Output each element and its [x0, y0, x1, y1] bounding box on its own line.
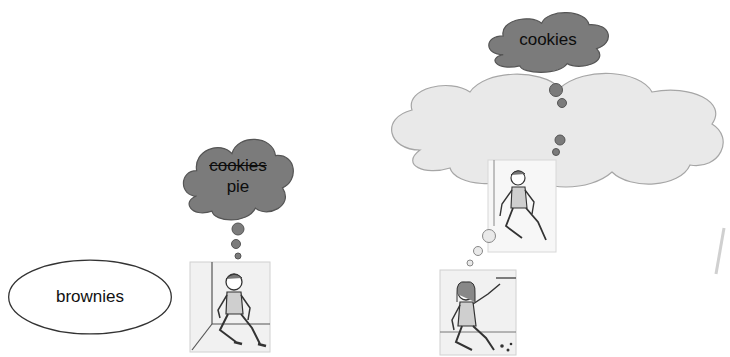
- node-text: pie: [227, 176, 250, 197]
- thought-bubble: [483, 230, 496, 243]
- thought-bubble: [232, 223, 244, 235]
- thought-bubble: [467, 260, 473, 266]
- thought-cloud: cookiespie: [179, 129, 297, 224]
- thought-bubble: [553, 149, 560, 156]
- thought-bubble: [555, 135, 565, 145]
- node-text: brownies: [56, 286, 124, 307]
- node-text: cookies: [519, 29, 577, 50]
- boy-sitting-picture: [190, 262, 270, 352]
- scan-mark: [716, 228, 724, 274]
- thought-bubble: [558, 99, 567, 108]
- thought-cloud-large: [392, 73, 724, 187]
- thought-bubble: [550, 84, 563, 97]
- thought-cloud: cookies: [484, 5, 612, 75]
- answer-ellipse: brownies: [7, 259, 173, 335]
- thought-bubble: [232, 240, 241, 249]
- node-text: cookies: [209, 155, 267, 176]
- girl-pointing-picture: [440, 270, 516, 355]
- thought-bubble: [235, 253, 241, 259]
- thought-bubble: [474, 247, 483, 256]
- boy-sitting-picture: [488, 160, 556, 252]
- cloud-outline: [179, 129, 297, 224]
